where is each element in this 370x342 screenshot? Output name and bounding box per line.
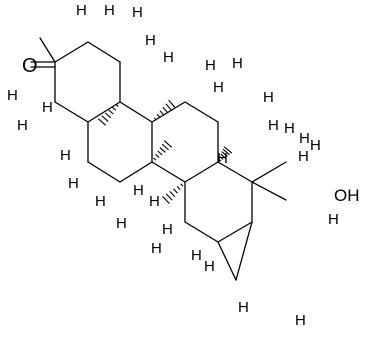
- hash-segment: [180, 183, 184, 187]
- hydrogen-label: H: [76, 2, 87, 19]
- hash-segment: [101, 115, 109, 122]
- hash-segment: [155, 154, 160, 158]
- hash-segment: [218, 158, 222, 162]
- hydrogen-label: H: [68, 175, 79, 192]
- hydrogen-label: H: [132, 4, 143, 21]
- hydrogen-label: H: [133, 182, 144, 199]
- hash-segment: [159, 147, 166, 153]
- hydrogen-label: H: [116, 215, 127, 232]
- hash-segment: [111, 106, 117, 111]
- hash-segment: [104, 112, 112, 119]
- hydrogen-label: H: [205, 57, 216, 74]
- stereo-hash-bonds: [97, 99, 233, 205]
- oxygen-atom-label: O: [22, 55, 38, 77]
- hydrogen-label: H: [268, 117, 279, 134]
- hash-segment: [221, 151, 228, 157]
- hydrogen-label: H: [163, 49, 174, 66]
- hash-segment: [157, 150, 163, 156]
- hash-segment: [163, 140, 173, 148]
- hydrogen-label: H: [104, 2, 115, 19]
- hash-segment: [97, 118, 107, 126]
- hash-segment: [173, 188, 178, 194]
- hydrogen-label: H: [310, 137, 321, 154]
- hydrogen-label: H: [42, 99, 53, 116]
- hydrogen-label: H: [95, 193, 106, 210]
- hash-segment: [219, 156, 224, 160]
- hydrogen-label: H: [295, 312, 306, 329]
- hash-segment: [162, 106, 169, 114]
- skeleton-bonds: [30, 37, 287, 281]
- hash-segment: [222, 148, 231, 156]
- hash-segment: [162, 195, 170, 205]
- hydrogen-label: H: [191, 247, 202, 264]
- hash-segment: [223, 146, 233, 154]
- hash-segment: [159, 110, 165, 116]
- hydrogen-label: H: [7, 87, 18, 104]
- hash-segment: [168, 99, 176, 109]
- hydrogen-label: H: [328, 211, 339, 228]
- hash-segment: [153, 157, 157, 161]
- hydrogen-label: H: [17, 117, 28, 134]
- hydrogen-label: H: [204, 258, 215, 275]
- hydrogen-label: H: [213, 79, 224, 96]
- hydrogen-label: H: [145, 32, 156, 49]
- hash-segment: [176, 185, 181, 191]
- hydrogen-label: H: [162, 221, 173, 238]
- hydrogen-label: H: [217, 150, 228, 167]
- hash-segment: [220, 153, 226, 159]
- hydrogen-label: H: [298, 148, 309, 165]
- hydrogen-label: H: [299, 130, 310, 147]
- hash-segment: [153, 117, 157, 121]
- hydroxyl-label: OH: [334, 186, 360, 205]
- hash-segment: [156, 113, 161, 119]
- hydrogen-label: H: [238, 299, 249, 316]
- hydrogen-label: H: [232, 55, 243, 72]
- atom-labels: O OH: [22, 55, 360, 205]
- hash-segment: [108, 109, 114, 115]
- hydrogen-label: H: [284, 120, 295, 137]
- hydrogen-label: H: [60, 147, 71, 164]
- hash-segment: [169, 190, 176, 198]
- hash-segment: [165, 103, 172, 111]
- hydrogen-label: H: [149, 193, 160, 210]
- hash-segment: [161, 143, 169, 151]
- hydrogen-label: H: [151, 240, 162, 257]
- hash-segment: [115, 103, 119, 107]
- hash-segment: [165, 193, 173, 201]
- hydrogen-label: H: [263, 89, 274, 106]
